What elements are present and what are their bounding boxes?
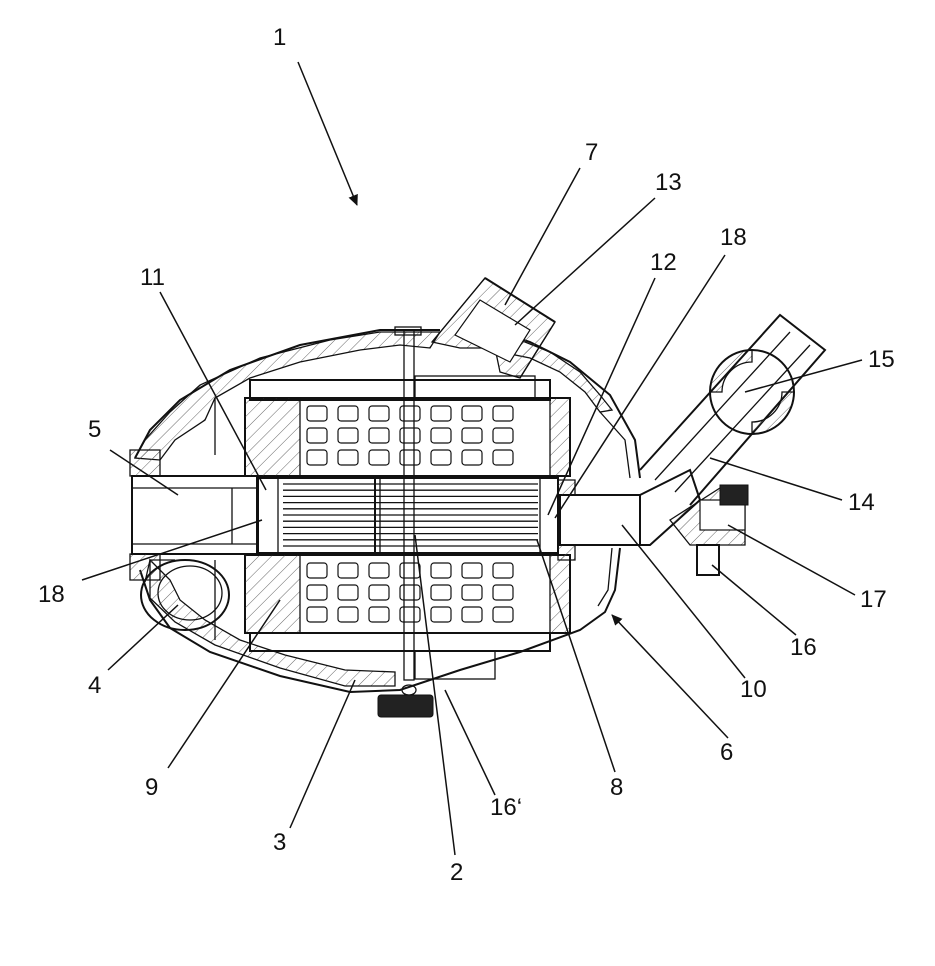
leader-6 xyxy=(612,615,728,738)
grid-window xyxy=(493,406,513,421)
grid-window xyxy=(338,563,358,578)
grid-window xyxy=(400,428,420,443)
ref-18b: 18 xyxy=(38,581,65,608)
lower-window-grid xyxy=(307,563,513,622)
leader-8 xyxy=(537,540,615,772)
grid-window xyxy=(462,563,482,578)
ref-5: 5 xyxy=(88,416,101,443)
ref-11: 11 xyxy=(140,264,165,291)
leader-17 xyxy=(728,525,855,595)
grid-window xyxy=(493,585,513,600)
upper-window-grid xyxy=(307,406,513,465)
grid-window xyxy=(400,585,420,600)
grid-window xyxy=(400,607,420,622)
leader-16p xyxy=(445,690,495,795)
grid-window xyxy=(369,428,389,443)
grid-window xyxy=(493,563,513,578)
leader-16 xyxy=(712,565,796,635)
grid-window xyxy=(462,585,482,600)
grid-window xyxy=(462,607,482,622)
grid-window xyxy=(338,607,358,622)
grid-window xyxy=(338,406,358,421)
ref-7: 7 xyxy=(585,139,598,166)
grid-window xyxy=(431,585,451,600)
leader-7 xyxy=(505,168,580,305)
grid-window xyxy=(307,450,327,465)
leader-13 xyxy=(515,198,655,325)
ref-14: 14 xyxy=(848,489,875,516)
ref-16p: 16‘ xyxy=(490,794,522,821)
leader-4 xyxy=(108,605,178,670)
leader-12 xyxy=(548,278,655,515)
grid-window xyxy=(462,406,482,421)
ref-3: 3 xyxy=(273,829,286,856)
grid-window xyxy=(338,585,358,600)
leader-15 xyxy=(745,360,862,392)
outlet-7-13 xyxy=(432,278,555,378)
grid-window xyxy=(369,563,389,578)
grid-window xyxy=(307,563,327,578)
grid-window xyxy=(431,428,451,443)
ref-1: 1 xyxy=(273,24,286,51)
grid-window xyxy=(338,428,358,443)
central-filter-core xyxy=(258,478,558,553)
ref-9: 9 xyxy=(145,774,158,801)
ref-4: 4 xyxy=(88,672,101,699)
grid-window xyxy=(307,406,327,421)
grid-window xyxy=(400,563,420,578)
grid-window xyxy=(493,428,513,443)
leader-3 xyxy=(290,680,355,828)
leader-10 xyxy=(622,525,745,678)
ref-12: 12 xyxy=(650,249,677,276)
grid-window xyxy=(369,585,389,600)
ref-15: 15 xyxy=(868,346,895,373)
grid-window xyxy=(431,406,451,421)
leader-1 xyxy=(298,62,357,205)
grid-window xyxy=(307,585,327,600)
ref-18a: 18 xyxy=(720,224,747,251)
grid-window xyxy=(307,607,327,622)
grid-window xyxy=(400,406,420,421)
grid-window xyxy=(400,450,420,465)
ref-6: 6 xyxy=(720,739,733,766)
grid-window xyxy=(369,607,389,622)
grid-window xyxy=(493,450,513,465)
grid-window xyxy=(493,607,513,622)
central-shaft xyxy=(378,327,433,717)
filter-pleats xyxy=(283,484,538,546)
housing xyxy=(135,330,640,692)
grid-window xyxy=(462,428,482,443)
grid-window xyxy=(431,563,451,578)
grid-window xyxy=(431,450,451,465)
grid-window xyxy=(369,450,389,465)
ref-16: 16 xyxy=(790,634,817,661)
ref-10: 10 xyxy=(740,676,767,703)
grid-window xyxy=(338,450,358,465)
grid-window xyxy=(431,607,451,622)
upper-filter-module xyxy=(245,376,570,476)
grid-window xyxy=(462,450,482,465)
ref-13: 13 xyxy=(655,169,682,196)
grid-window xyxy=(307,428,327,443)
ref-8: 8 xyxy=(610,774,623,801)
ref-2: 2 xyxy=(450,859,463,886)
grid-window xyxy=(369,406,389,421)
ref-17: 17 xyxy=(860,586,887,613)
